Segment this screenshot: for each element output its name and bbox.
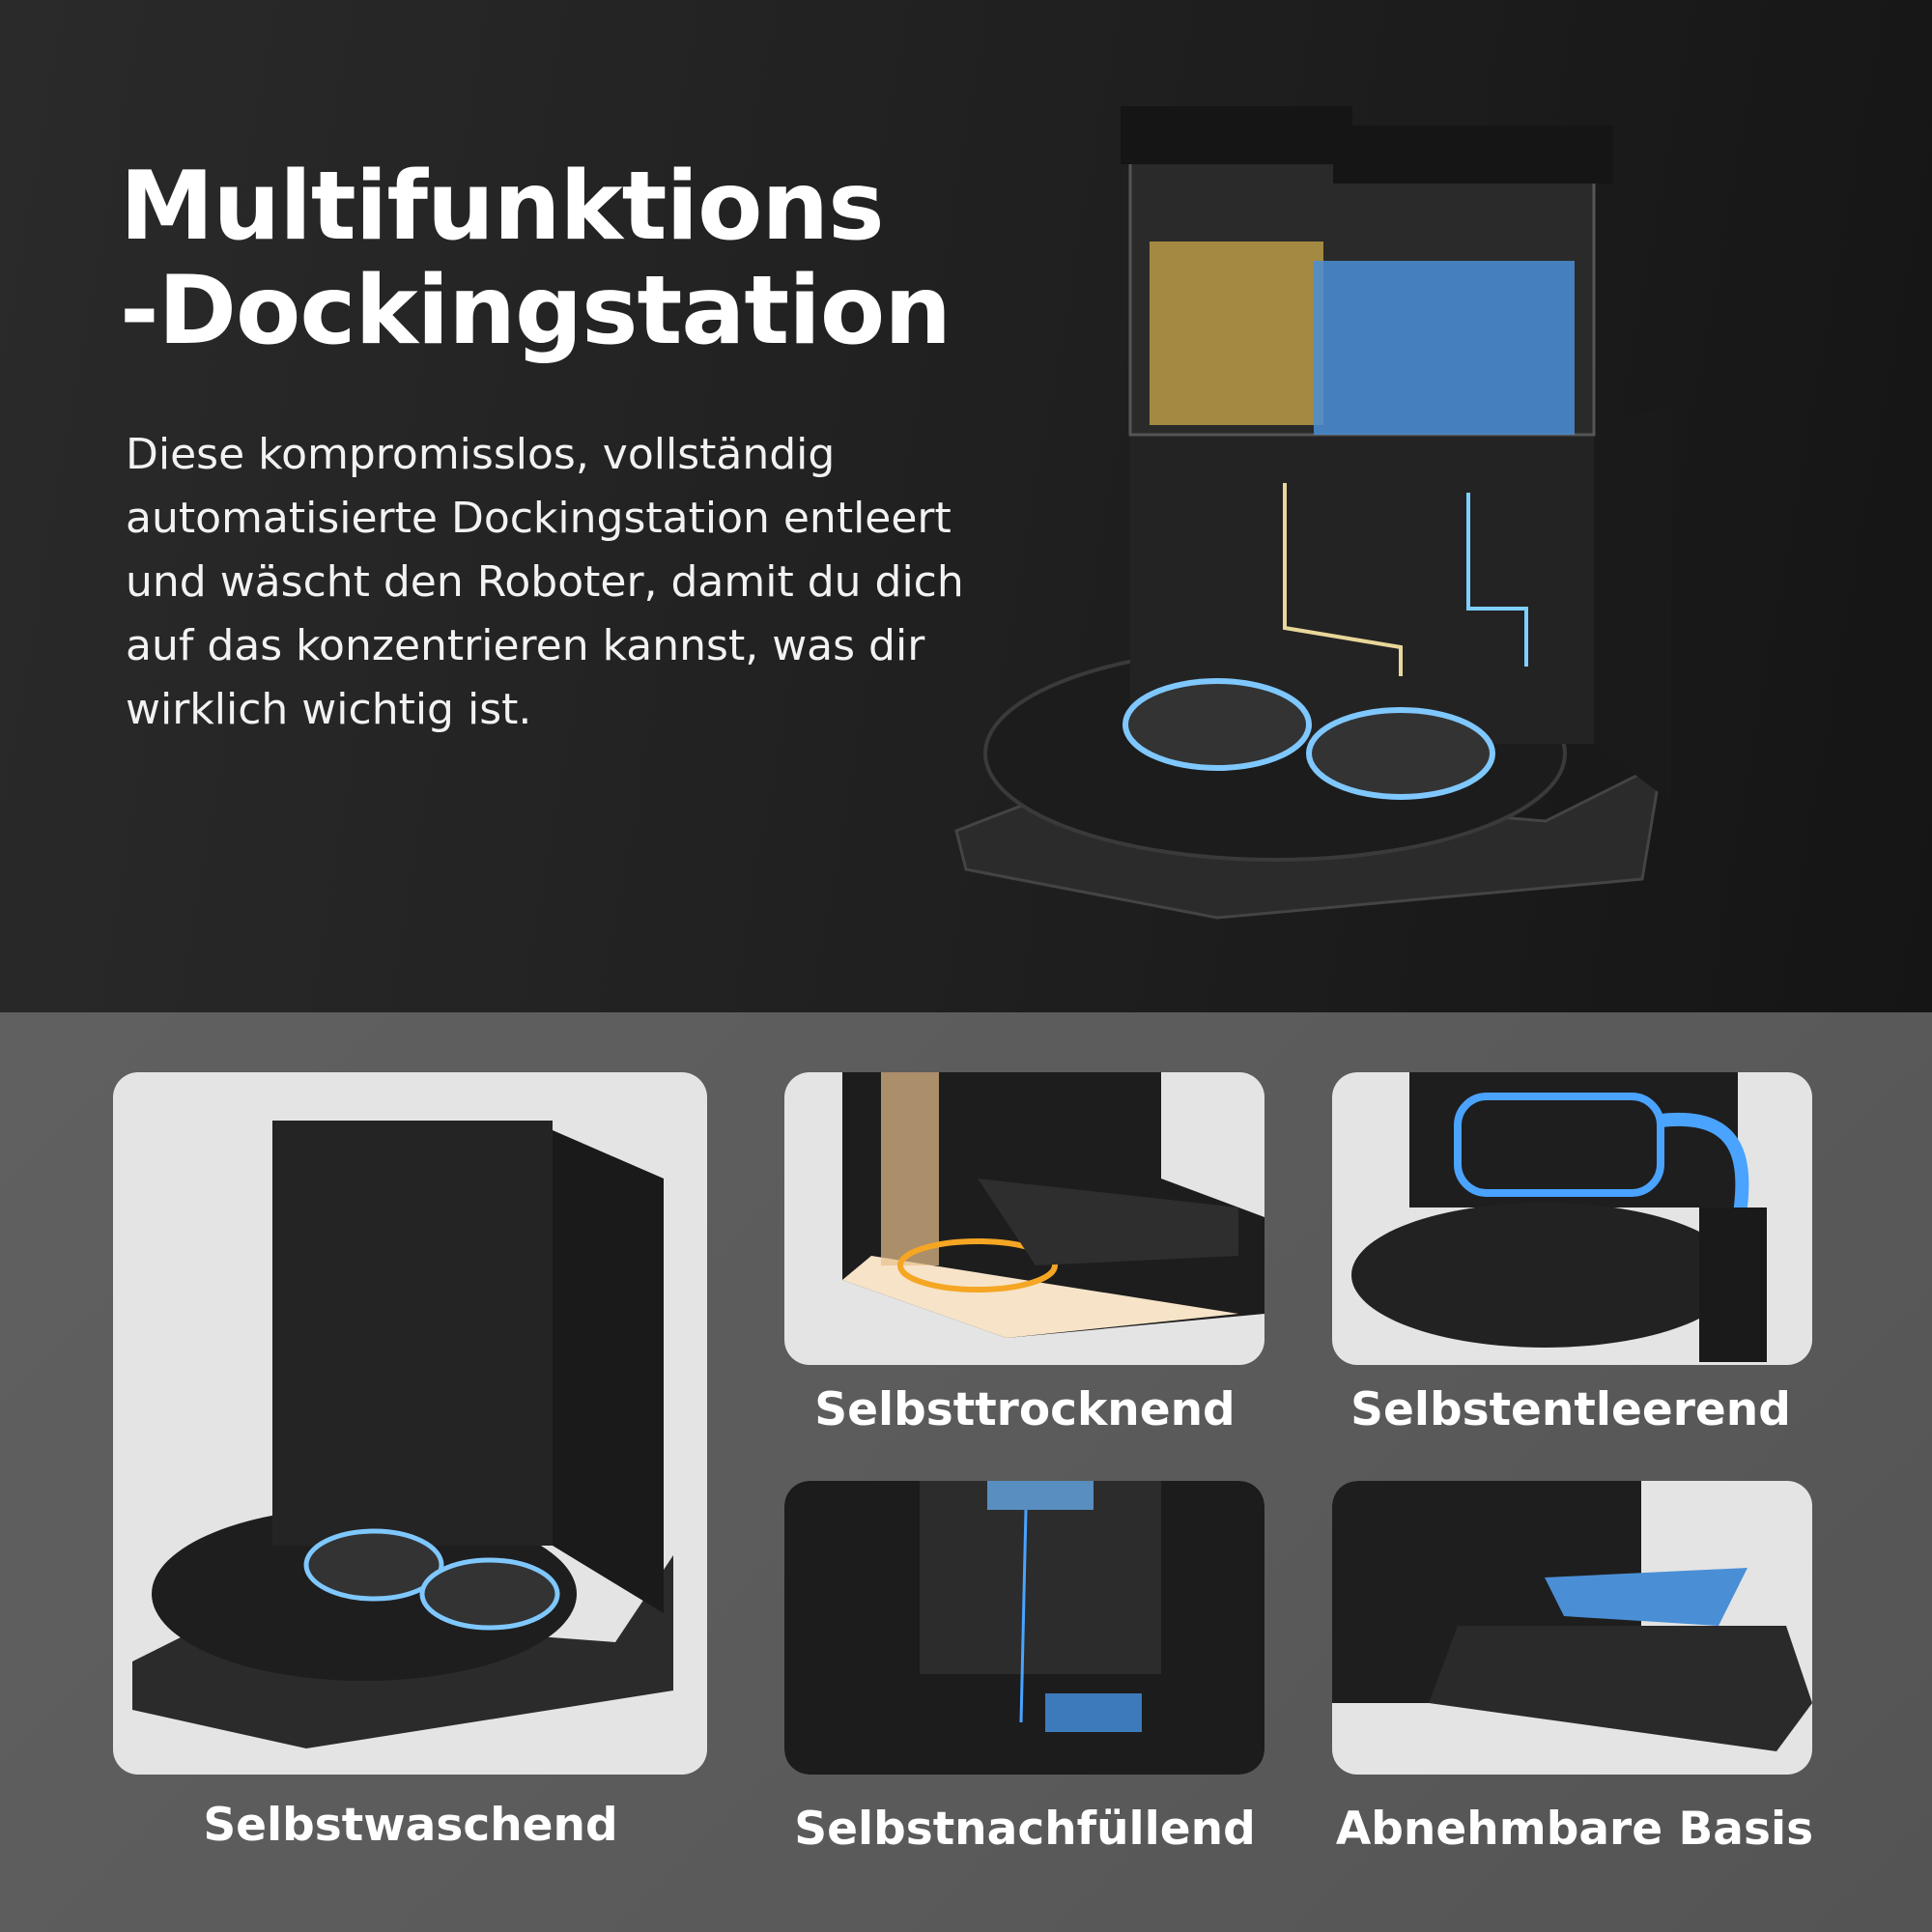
feature-label: Selbstwaschend <box>203 1799 618 1852</box>
feature-card-self-drying <box>784 1072 1264 1365</box>
title-line-2: -Dockingstation <box>120 256 952 366</box>
description: Diese kompromisslos, vollständig automat… <box>126 430 964 734</box>
self-emptying-image <box>1351 1072 1767 1362</box>
self-washing-image <box>132 1121 673 1748</box>
feature-label: Selbstentleerend <box>1350 1383 1791 1436</box>
feature-label: Abnehmbare Basis <box>1335 1803 1814 1856</box>
feature-card-self-washing <box>113 1072 707 1775</box>
feature-card-self-refilling <box>784 1481 1264 1775</box>
detachable-base-image <box>1332 1481 1812 1751</box>
feature-label: Selbsttrocknend <box>814 1383 1236 1436</box>
docking-station-image <box>927 68 1932 937</box>
title-line-1: Multifunktions <box>120 152 885 262</box>
self-refilling-image <box>784 1481 1264 1775</box>
self-drying-image <box>842 1072 1264 1338</box>
feature-card-self-emptying <box>1332 1072 1812 1365</box>
feature-label: Selbstnachfüllend <box>794 1803 1256 1856</box>
page-title: Multifunktions -Dockingstation <box>120 152 952 366</box>
feature-card-detachable-base <box>1332 1481 1812 1775</box>
docking-station-illustration <box>954 106 1671 920</box>
